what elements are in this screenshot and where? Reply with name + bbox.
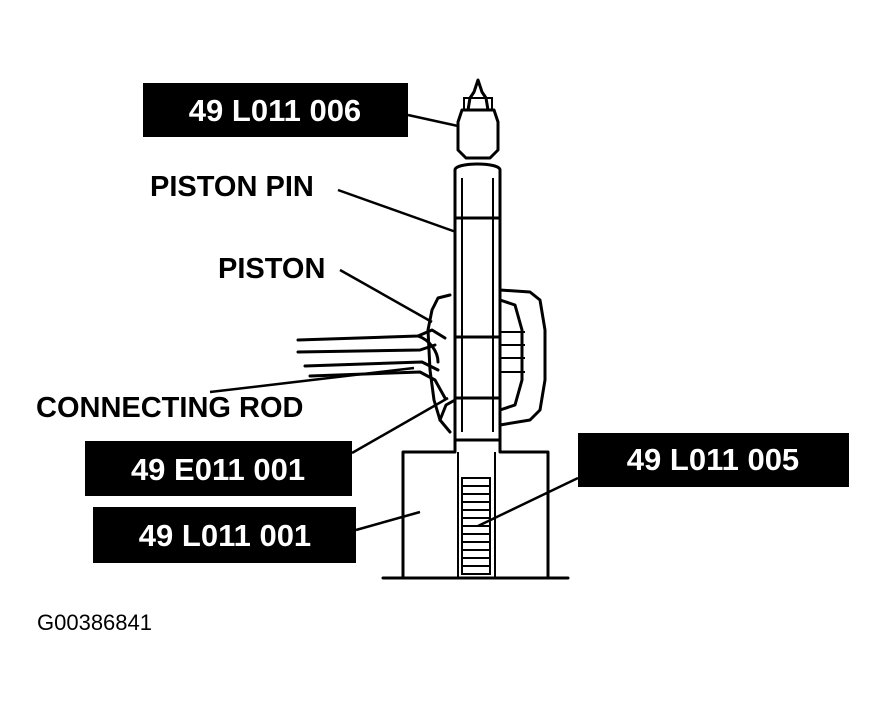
piston-drawing bbox=[426, 288, 547, 434]
svg-text:49 E011 001: 49 E011 001 bbox=[131, 452, 305, 487]
top-tool-drawing bbox=[456, 78, 500, 160]
label-connecting-rod: CONNECTING ROD bbox=[36, 392, 303, 424]
svg-text:49 L011 005: 49 L011 005 bbox=[627, 442, 799, 477]
label-piston: PISTON bbox=[218, 253, 325, 285]
svg-text:49 L011 006: 49 L011 006 bbox=[189, 93, 361, 128]
label-piston-pin: PISTON PIN bbox=[150, 171, 314, 203]
svg-text:49 L011 001: 49 L011 001 bbox=[139, 518, 311, 553]
spring-drawing bbox=[461, 477, 491, 575]
figure-id: G00386841 bbox=[37, 610, 152, 635]
leader-lines bbox=[209, 113, 579, 532]
part-label-49-l011-006: 49 L011 006 bbox=[143, 83, 408, 137]
part-label-49-l011-005: 49 L011 005 bbox=[578, 433, 849, 487]
part-label-49-e011-001: 49 E011 001 bbox=[85, 441, 352, 496]
connecting-rod-drawing bbox=[296, 328, 447, 400]
piston-pin-drawing bbox=[453, 162, 502, 442]
part-label-49-l011-001: 49 L011 001 bbox=[93, 507, 356, 563]
